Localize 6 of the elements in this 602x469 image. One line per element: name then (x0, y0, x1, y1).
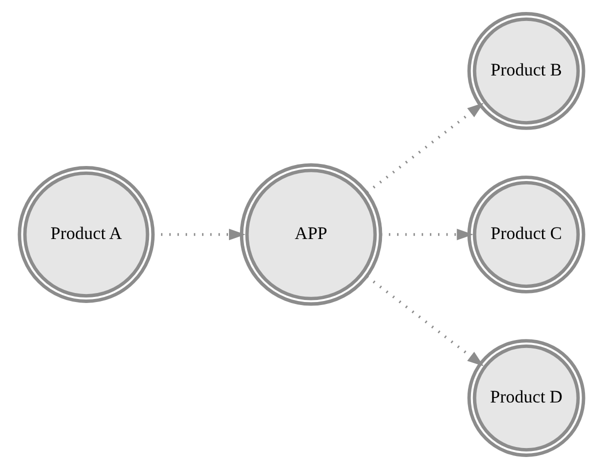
arrow (366, 276, 484, 366)
arrow (366, 102, 484, 194)
arrow (380, 228, 473, 240)
node-circle: Product A (17, 166, 154, 303)
node-circle: APP (239, 163, 382, 306)
node-circle: Product C (466, 176, 585, 294)
